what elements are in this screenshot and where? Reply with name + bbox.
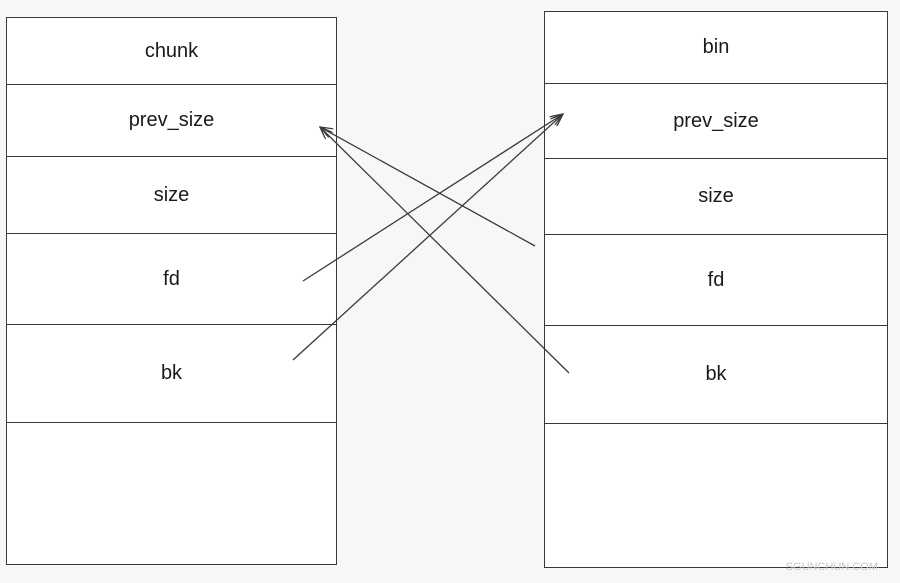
chunk-fd-cell: fd [7,234,336,325]
chunk-fd-to-bin-arrow [302,114,563,282]
bin-fd-cell: fd [545,235,887,326]
chunk-prev-size-cell: prev_size [7,85,336,157]
watermark: SGUNCHUN.COM [785,561,878,573]
bin-fd-to-chunk-arrow [320,127,536,247]
bin-size-cell: size [545,159,887,235]
chunk-title-cell: chunk [7,18,336,85]
bin-bk-to-chunk-arrow [320,127,570,374]
bin-data-cell [545,424,887,567]
chunk-structure: chunk prev_size size fd bk [6,17,337,565]
bin-title-cell: bin [545,12,887,84]
chunk-data-cell [7,423,336,564]
chunk-size-cell: size [7,157,336,234]
bin-structure: bin prev_size size fd bk [544,11,888,568]
bin-bk-cell: bk [545,326,887,424]
chunk-bk-cell: bk [7,325,336,423]
bin-prev-size-cell: prev_size [545,84,887,159]
